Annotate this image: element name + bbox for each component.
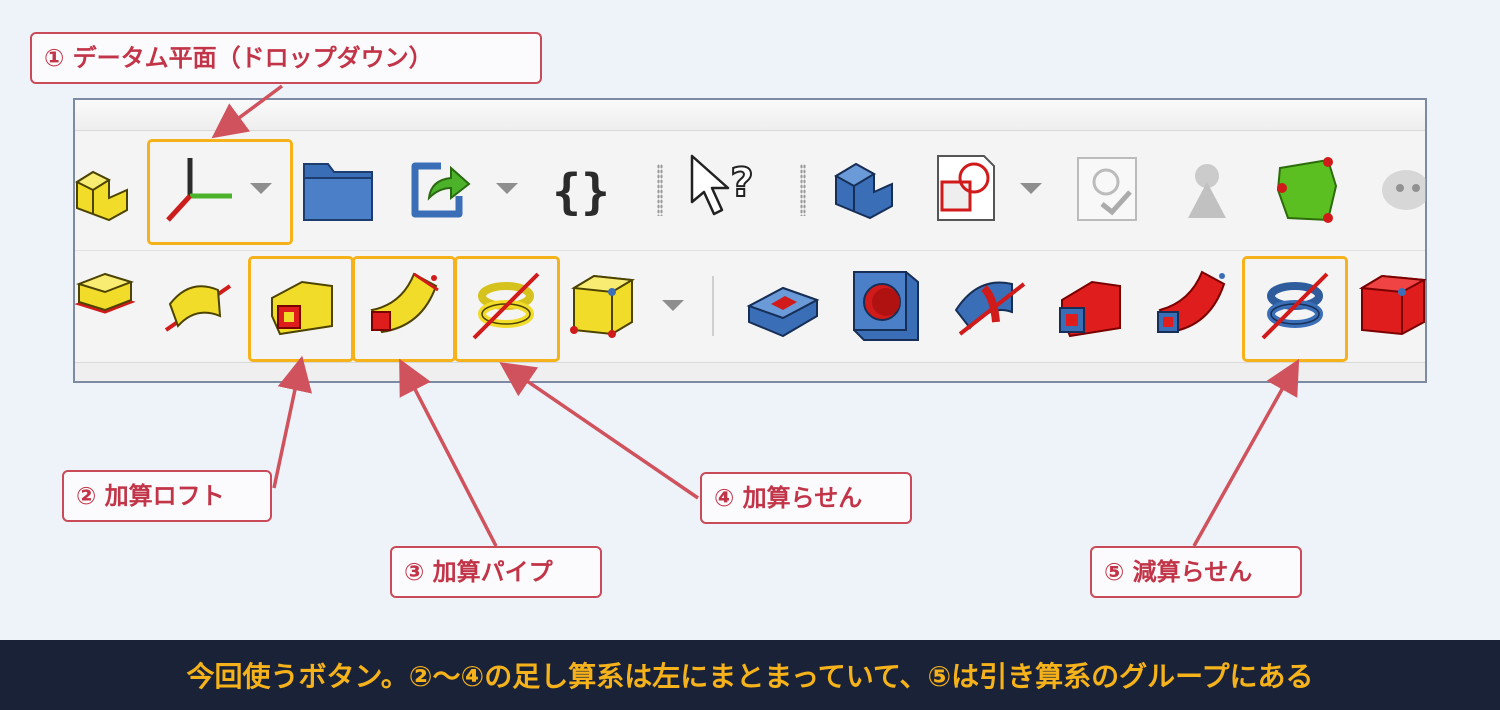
validate-sketch-icon[interactable] [1072,152,1142,226]
toolbar-grip[interactable] [657,164,663,216]
callout-additive-pipe: ③ 加算パイプ [390,546,602,598]
toolbar-grip-2[interactable] [800,164,806,216]
callout-additive-loft: ② 加算ロフト [62,470,272,522]
whats-this-icon[interactable]: ? [684,150,764,226]
sketch-icon[interactable] [932,150,1002,226]
groove-icon[interactable] [950,270,1030,342]
part-icon[interactable] [830,154,900,224]
datum-plane-icon[interactable] [160,150,240,230]
additive-primitive-dropdown-arrow[interactable] [662,300,684,311]
additive-extrude-icon[interactable] [75,270,135,336]
clone-icon[interactable] [1372,152,1426,226]
subtractive-pipe-icon[interactable] [1152,266,1232,342]
pocket-icon[interactable] [745,274,821,340]
callout-additive-pipe-text: ③ 加算パイプ [404,558,553,586]
additive-primitive-icon[interactable] [568,270,644,342]
callout-additive-loft-text: ② 加算ロフト [76,482,225,510]
additive-pipe-icon[interactable] [364,268,444,344]
datum-plane-dropdown-arrow[interactable] [250,183,272,194]
caption-bar: 今回使うボタン。②～④の足し算系は左にまとまっていて、⑤は引き算系のグループにあ… [0,640,1500,710]
additive-loft-icon[interactable] [262,268,342,344]
subtractive-loft-icon[interactable] [1052,270,1128,342]
callout-datum-plane-text: ① データム平面（ドロップダウン） [44,44,433,72]
caption-text: 今回使うボタン。②～④の足し算系は左にまとまっていて、⑤は引き算系のグループにあ… [186,660,1314,693]
callout-arrows [211,84,1300,547]
highlight-additive-helix [454,256,560,362]
svg-text:{}: {} [552,164,610,220]
callout-additive-helix: ④ 加算らせん [700,472,912,524]
curly-braces-icon[interactable]: {} [545,154,617,224]
callout-subtractive-helix: ⑤ 減算らせん [1090,546,1302,598]
callout-subtractive-helix-text: ⑤ 減算らせん [1104,558,1253,586]
callout-datum-plane: ① データム平面（ドロップダウン） [30,32,542,84]
subtractive-primitive-icon[interactable] [1358,270,1426,342]
additive-revolve-icon[interactable] [160,272,236,338]
callout-additive-helix-text: ④ 加算らせん [714,484,863,512]
svg-text:?: ? [730,160,753,206]
highlight-datum-plane [147,139,293,245]
shapebinder-icon[interactable] [1172,152,1242,226]
toolbar-screenshot [73,98,1427,383]
export-dropdown-arrow[interactable] [496,183,518,194]
sketch-dropdown-arrow[interactable] [1020,183,1042,194]
body-icon[interactable] [75,158,129,222]
subtractive-helix-icon[interactable] [1255,268,1335,344]
additive-helix-icon[interactable] [466,268,546,344]
export-icon[interactable] [405,156,475,222]
folder-icon[interactable] [300,154,376,224]
attach-icon[interactable] [1270,150,1350,230]
toolbar-top-strip [75,100,1425,131]
toolbar-separator [712,276,714,336]
hole-icon[interactable] [848,266,924,344]
toolbar-row-divider [75,250,1425,251]
